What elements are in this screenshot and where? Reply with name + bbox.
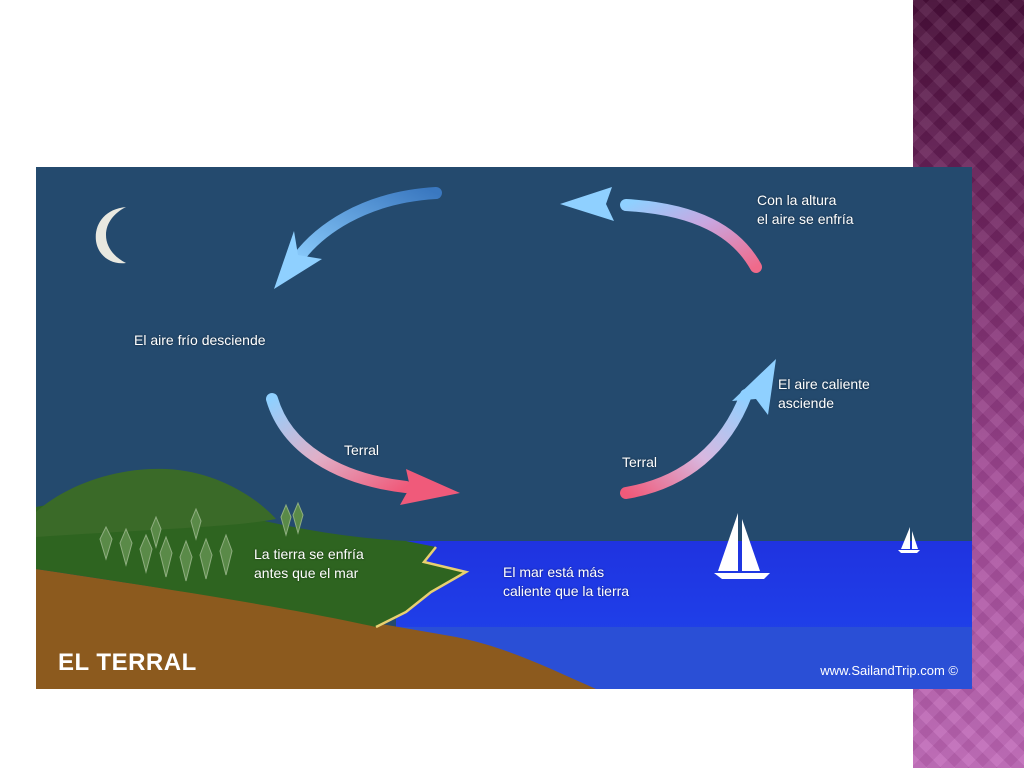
forest-hill [36,468,276,537]
coastline [375,546,470,629]
terral-diagram: Con la altura el aire se enfría El aire … [36,167,972,689]
label-land-cools: La tierra se enfría antes que el mar [254,546,364,581]
arrow-cold-descending [274,187,442,289]
arrow-terral-left [266,393,460,505]
arrow-warm-rising [620,359,776,499]
diagram-artwork [36,187,972,689]
small-sailboat-icon [898,527,920,553]
land-grass [36,499,466,627]
label-terral-right: Terral [622,454,658,470]
sailboat-icon [714,513,770,579]
arrow-cooling-top [560,187,762,273]
label-sea-warmer: El mar está más caliente que la tierra [503,564,630,599]
trees [99,501,304,582]
land-soil [36,569,596,689]
diagram-title: EL TERRAL [58,649,197,676]
credit-link[interactable]: www.SailandTrip.com © [820,663,958,678]
label-warm-air-rises: El aire caliente asciende [778,376,870,411]
label-terral-left: Terral [344,442,380,458]
label-cools-with-height: Con la altura el aire se enfría [757,192,854,227]
label-cold-air-descends: El aire frío desciende [134,332,266,348]
moon-icon [95,207,126,264]
